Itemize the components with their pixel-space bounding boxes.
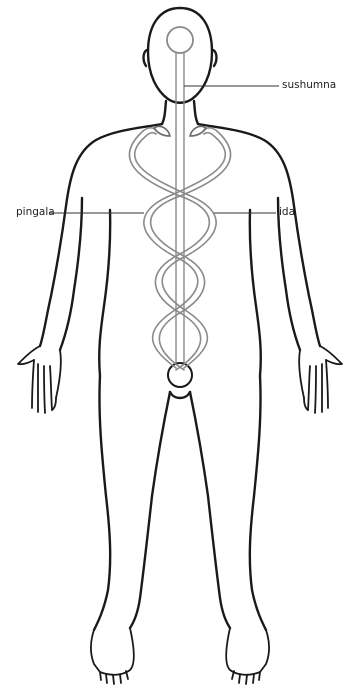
ida-label: ida (279, 207, 295, 218)
left-inner-leg (130, 392, 170, 628)
right-shoulder-arm (198, 124, 320, 346)
sushumna-label: sushumna (282, 80, 336, 91)
neck-left (162, 101, 166, 124)
left-foot (91, 628, 134, 684)
right-foot (226, 628, 269, 684)
pingala-label: pingala (16, 207, 55, 218)
left-outer-leg (94, 376, 110, 630)
neck-right (194, 101, 198, 124)
right-inner-leg (190, 392, 230, 628)
serpent-channels (129, 128, 230, 370)
left-torso (99, 210, 110, 376)
right-outer-leg (250, 376, 266, 630)
right-hand (299, 346, 342, 413)
crotch (170, 392, 190, 398)
serpent-heads (154, 126, 206, 136)
crown-circle (167, 27, 193, 53)
sushumna-channel (176, 53, 184, 374)
body-outline (40, 8, 320, 630)
left-shoulder-arm (40, 124, 162, 346)
head-outline (148, 8, 212, 103)
right-torso (250, 210, 261, 376)
left-hand (18, 346, 61, 413)
